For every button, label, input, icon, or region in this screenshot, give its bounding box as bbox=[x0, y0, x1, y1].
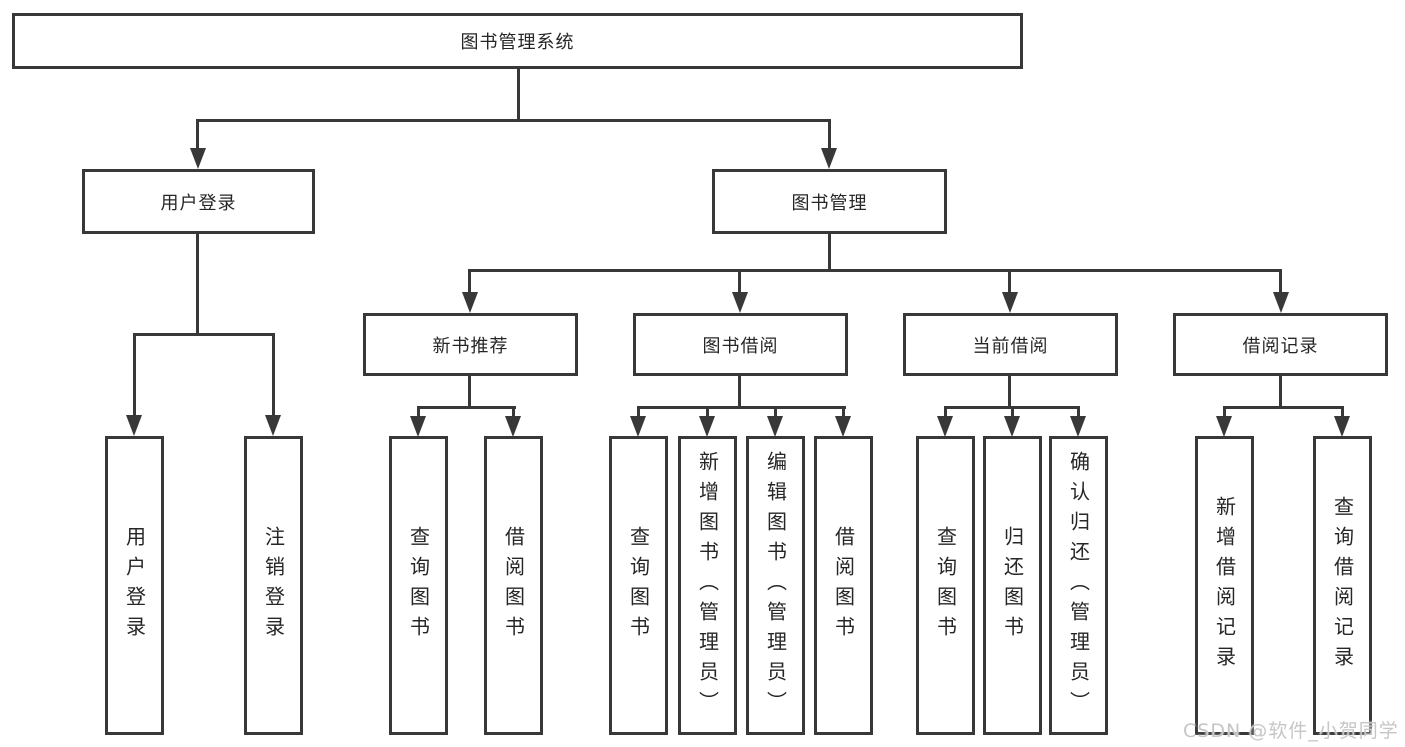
arrow-down-icon bbox=[630, 416, 646, 437]
connector-line bbox=[512, 406, 515, 418]
leaf-label: 新增图书（管理员） bbox=[695, 450, 720, 721]
connector-line bbox=[1279, 376, 1282, 409]
arrow-down-icon bbox=[1070, 416, 1086, 437]
leaf-logout: 注销登录 bbox=[244, 436, 303, 735]
connector-line bbox=[1008, 376, 1011, 409]
leaf-borrow-books: 借阅图书 bbox=[484, 436, 543, 735]
leaf-query-books: 查询图书 bbox=[916, 436, 975, 735]
node-book-management: 图书管理 bbox=[712, 169, 947, 234]
arrow-down-icon bbox=[1004, 416, 1020, 437]
connector-line bbox=[1008, 269, 1011, 294]
node-label: 图书管理系统 bbox=[460, 32, 575, 53]
node-label: 图书借阅 bbox=[702, 335, 779, 357]
leaf-label: 确认归还（管理员） bbox=[1066, 450, 1091, 721]
connector-line bbox=[738, 376, 741, 409]
connector-line bbox=[196, 119, 199, 150]
connector-line bbox=[944, 406, 947, 418]
arrow-down-icon bbox=[937, 416, 953, 437]
leaf-label: 注销登录 bbox=[261, 525, 286, 646]
leaf-label: 查询图书 bbox=[626, 525, 651, 646]
arrow-down-icon bbox=[505, 416, 521, 437]
connector-line bbox=[468, 269, 471, 294]
leaf-query-borrow-record: 查询借阅记录 bbox=[1313, 436, 1372, 735]
connector-line bbox=[1011, 406, 1014, 418]
arrow-down-icon bbox=[767, 416, 783, 437]
leaf-add-books-admin: 新增图书（管理员） bbox=[678, 436, 737, 735]
connector-line bbox=[197, 119, 831, 122]
node-current-borrowing: 当前借阅 bbox=[903, 313, 1118, 376]
arrow-down-icon bbox=[1002, 292, 1018, 313]
arrow-down-icon bbox=[835, 416, 851, 437]
csdn-watermark: CSDN @软件_小贺同学 bbox=[1183, 720, 1399, 742]
node-label: 图书管理 bbox=[791, 192, 868, 214]
connector-line bbox=[828, 119, 831, 150]
connector-line bbox=[1223, 406, 1344, 409]
node-borrowing-records: 借阅记录 bbox=[1173, 313, 1388, 376]
connector-line bbox=[706, 406, 709, 418]
arrow-down-icon bbox=[699, 416, 715, 437]
arrow-down-icon bbox=[1334, 416, 1350, 437]
connector-line bbox=[134, 333, 275, 336]
leaf-borrow-books: 借阅图书 bbox=[814, 436, 873, 735]
arrow-down-icon bbox=[126, 415, 142, 436]
connector-line bbox=[738, 269, 741, 294]
leaf-user-login: 用户登录 bbox=[105, 436, 164, 735]
node-user-login: 用户登录 bbox=[82, 169, 315, 234]
arrow-down-icon bbox=[410, 416, 426, 437]
arrow-down-icon bbox=[1216, 416, 1232, 437]
node-label: 借阅记录 bbox=[1242, 335, 1319, 357]
connector-line bbox=[774, 406, 777, 418]
node-book-management-system: 图书管理系统 bbox=[12, 13, 1023, 69]
arrow-down-icon bbox=[732, 292, 748, 313]
leaf-label: 查询图书 bbox=[406, 525, 431, 646]
connector-line bbox=[196, 234, 199, 336]
node-book-borrowing: 图书借阅 bbox=[633, 313, 848, 376]
arrow-down-icon bbox=[1273, 292, 1289, 313]
connector-line bbox=[1279, 269, 1282, 294]
leaf-label: 借阅图书 bbox=[501, 525, 526, 646]
leaf-label: 查询借阅记录 bbox=[1330, 495, 1355, 676]
node-label: 新书推荐 bbox=[432, 335, 509, 357]
arrow-down-icon bbox=[821, 148, 837, 169]
arrow-down-icon bbox=[265, 415, 281, 436]
connector-line bbox=[1077, 406, 1080, 418]
leaf-query-books: 查询图书 bbox=[389, 436, 448, 735]
connector-line bbox=[133, 333, 136, 416]
connector-line bbox=[468, 376, 471, 409]
leaf-query-books: 查询图书 bbox=[609, 436, 668, 735]
connector-line bbox=[842, 406, 845, 418]
leaf-edit-books-admin: 编辑图书（管理员） bbox=[746, 436, 805, 735]
node-label: 当前借阅 bbox=[972, 335, 1049, 357]
connector-line bbox=[1223, 406, 1226, 418]
arrow-down-icon bbox=[190, 148, 206, 169]
connector-line bbox=[417, 406, 420, 418]
leaf-label: 用户登录 bbox=[122, 525, 147, 646]
connector-line bbox=[1341, 406, 1344, 418]
leaf-label: 编辑图书（管理员） bbox=[763, 450, 788, 721]
leaf-label: 查询图书 bbox=[933, 525, 958, 646]
leaf-label: 归还图书 bbox=[1000, 525, 1025, 646]
node-new-book-recommend: 新书推荐 bbox=[363, 313, 578, 376]
leaf-add-borrow-record: 新增借阅记录 bbox=[1195, 436, 1254, 735]
connector-line bbox=[517, 69, 520, 121]
connector-line bbox=[637, 406, 846, 409]
leaf-return-books: 归还图书 bbox=[983, 436, 1042, 735]
arrow-down-icon bbox=[462, 292, 478, 313]
connector-line bbox=[417, 406, 516, 409]
node-label: 用户登录 bbox=[160, 192, 237, 214]
leaf-confirm-return-admin: 确认归还（管理员） bbox=[1049, 436, 1108, 735]
leaf-label: 新增借阅记录 bbox=[1212, 495, 1237, 676]
connector-line bbox=[637, 406, 640, 418]
leaf-label: 借阅图书 bbox=[831, 525, 856, 646]
connector-line bbox=[828, 234, 831, 272]
connector-line bbox=[469, 269, 1282, 272]
connector-line bbox=[272, 333, 275, 416]
